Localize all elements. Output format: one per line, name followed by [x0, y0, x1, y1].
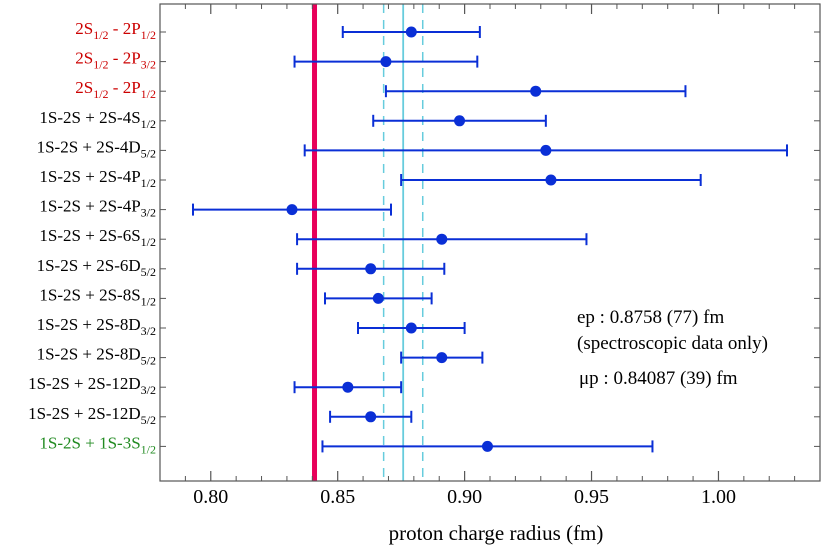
data-row-10	[324, 292, 433, 305]
row-label-subscript: 1/2	[93, 87, 108, 101]
row-label: 1S-2S + 2S-6S1/2	[39, 226, 156, 249]
row-label-subscript-2: 1/2	[141, 87, 156, 101]
data-point	[365, 263, 377, 275]
row-label-subscript: 1/2	[141, 294, 156, 308]
row-label-subscript: 5/2	[141, 354, 156, 368]
row-label-subscript: 1/2	[141, 442, 156, 456]
row-label-main: 1S-2S + 2S-4S	[39, 108, 140, 127]
row-label-subscript: 3/2	[141, 324, 156, 338]
ep-annotation-line2: (spectroscopic data only)	[577, 333, 768, 354]
row-label-main: 1S-2S + 2S-4P	[39, 167, 140, 186]
mup-annotation: μp : 0.84087 (39) fm	[579, 368, 738, 389]
data-point	[540, 144, 552, 156]
data-point	[530, 85, 542, 97]
data-row-14	[329, 410, 413, 423]
row-label: 2S1/2 - 2P1/2	[75, 19, 156, 42]
data-point	[286, 204, 298, 216]
x-axis: 0.80 0.85 0.90 0.95 1.00	[160, 4, 820, 508]
x-tick-label: 0.90	[447, 486, 482, 508]
row-label: 2S1/2 - 2P3/2	[75, 49, 156, 72]
data-point	[405, 322, 417, 334]
row-label-subscript: 3/2	[141, 206, 156, 220]
row-label-main: 1S-2S + 2S-8D	[37, 315, 141, 334]
row-label-subscript: 5/2	[141, 413, 156, 427]
row-label: 1S-2S + 2S-8D3/2	[37, 315, 156, 338]
data-point	[481, 440, 493, 452]
row-label-main: 1S-2S + 2S-12D	[28, 404, 141, 423]
row-label-main-2: - 2P	[109, 49, 141, 68]
data-row-15	[321, 440, 654, 453]
data-row-8	[296, 233, 588, 246]
row-label: 1S-2S + 2S-8S1/2	[39, 285, 156, 308]
data-point	[545, 174, 557, 186]
data-point	[454, 115, 466, 127]
data-point	[405, 26, 417, 38]
row-label-main-2: - 2P	[109, 19, 141, 38]
x-tick-label: 0.85	[320, 486, 355, 508]
row-label-subscript-2: 1/2	[141, 28, 156, 42]
x-tick-label: 0.80	[193, 486, 228, 508]
row-label-main: 1S-2S + 2S-4P	[39, 197, 140, 216]
data-row-6	[400, 174, 702, 186]
row-label-main-2: - 2P	[109, 78, 141, 97]
x-axis-title: proton charge radius (fm)	[389, 521, 604, 545]
row-label-subscript: 1/2	[141, 176, 156, 190]
data-point	[436, 233, 448, 245]
data-point	[342, 381, 354, 393]
data-row-13	[293, 381, 403, 394]
row-label-main: 2S	[75, 78, 93, 97]
row-label: 1S-2S + 2S-4P1/2	[39, 167, 156, 190]
row-label-subscript: 1/2	[141, 235, 156, 249]
data-point	[365, 411, 377, 423]
row-label-main: 1S-2S + 2S-4D	[37, 137, 141, 156]
data-point	[372, 292, 384, 304]
data-row-12	[400, 351, 484, 364]
ep-annotation-line1: ep : 0.8758 (77) fm	[577, 307, 724, 328]
row-label-main: 1S-2S + 2S-8D	[37, 345, 141, 364]
data-row-4	[372, 114, 547, 127]
data-row-1	[341, 26, 481, 38]
row-label: 1S-2S + 1S-3S1/2	[39, 433, 156, 456]
data-series-layer	[192, 26, 788, 453]
data-point	[380, 56, 392, 68]
data-row-5	[303, 144, 788, 157]
data-row-7	[192, 203, 392, 216]
row-label-main: 1S-2S + 2S-8S	[39, 285, 140, 304]
reference-line-layer	[312, 4, 405, 481]
row-label-main: 1S-2S + 2S-6D	[37, 256, 141, 275]
row-label: 1S-2S + 2S-12D3/2	[28, 374, 156, 397]
row-label: 1S-2S + 2S-4D5/2	[37, 137, 156, 160]
data-row-3	[384, 85, 687, 98]
row-label-main: 1S-2S + 2S-12D	[28, 374, 141, 393]
row-label-subscript-2: 3/2	[141, 58, 156, 72]
row-label-main: 1S-2S + 2S-6S	[39, 226, 140, 245]
row-label-subscript: 1/2	[141, 117, 156, 131]
row-label-main: 2S	[75, 49, 93, 68]
x-tick-label: 1.00	[701, 486, 736, 508]
row-label: 1S-2S + 2S-12D5/2	[28, 404, 156, 427]
data-point	[436, 352, 448, 364]
data-row-2	[293, 55, 479, 68]
row-label: 1S-2S + 2S-4P3/2	[39, 197, 156, 220]
row-label: 2S1/2 - 2P1/2	[75, 78, 156, 101]
row-label-subscript: 5/2	[141, 265, 156, 279]
data-row-9	[296, 262, 446, 275]
row-label-subscript: 3/2	[141, 383, 156, 397]
row-label-main: 2S	[75, 19, 93, 38]
row-label: 1S-2S + 2S-8D5/2	[37, 345, 156, 368]
row-label-main: 1S-2S + 1S-3S	[39, 433, 140, 452]
row-label: 1S-2S + 2S-4S1/2	[39, 108, 156, 131]
x-tick-label: 0.95	[574, 486, 609, 508]
row-label-subscript: 1/2	[93, 28, 108, 42]
row-label-subscript: 1/2	[93, 58, 108, 72]
data-row-11	[357, 322, 466, 334]
row-label: 1S-2S + 2S-6D5/2	[37, 256, 156, 279]
row-label-subscript: 5/2	[141, 146, 156, 160]
